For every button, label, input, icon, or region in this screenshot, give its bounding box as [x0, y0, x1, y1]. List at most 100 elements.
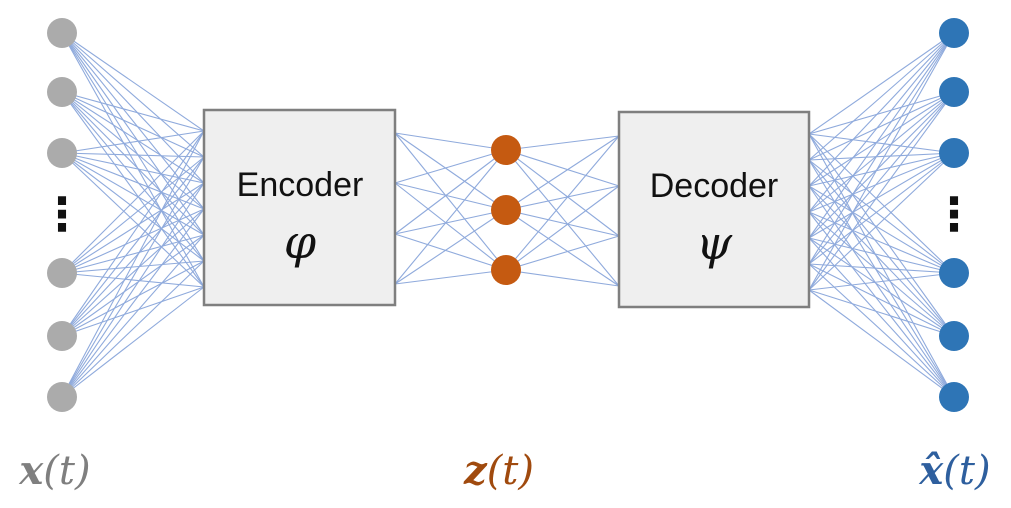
edge-decoder-output — [808, 211, 955, 274]
edge-input-encoder — [61, 208, 205, 274]
edge-input-encoder — [61, 32, 205, 132]
edge-encoder-latent — [394, 182, 507, 211]
edge-decoder-output — [808, 185, 955, 274]
edge-encoder-latent — [394, 132, 507, 211]
edge-latent-decoder — [505, 209, 620, 287]
output-node — [939, 382, 969, 412]
edge-encoder-latent — [394, 209, 507, 235]
edge-decoder-output — [808, 91, 955, 135]
edge-decoder-output — [808, 91, 955, 291]
input-node — [47, 321, 77, 351]
edge-decoder-output — [808, 91, 955, 213]
edge-input-encoder — [61, 91, 205, 210]
edge-input-encoder — [61, 152, 205, 236]
encoder-label: Encoder — [237, 166, 364, 204]
edge-decoder-output — [808, 32, 955, 265]
encoder-symbol: φ — [284, 215, 317, 269]
edge-decoder-output — [808, 237, 955, 337]
decoder-symbol: ψ — [696, 216, 733, 270]
edge-decoder-output — [808, 91, 955, 265]
edge-encoder-latent — [394, 149, 507, 184]
output-label-arg: (t) — [943, 448, 990, 494]
edge-encoder-latent — [394, 132, 507, 271]
latent-node — [491, 255, 521, 285]
edge-input-encoder — [61, 260, 205, 274]
edge-input-encoder — [61, 32, 205, 236]
edge-input-encoder — [61, 91, 205, 288]
edge-input-encoder — [61, 208, 205, 398]
output-node — [939, 321, 969, 351]
edge-decoder-output — [808, 32, 955, 161]
input-node — [47, 382, 77, 412]
edge-decoder-output — [808, 152, 955, 265]
edge-latent-decoder — [505, 269, 620, 287]
edge-latent-decoder — [505, 235, 620, 271]
input-node — [47, 18, 77, 48]
edge-decoder-output — [808, 91, 955, 161]
edge-latent-decoder — [505, 149, 620, 237]
edge-decoder-output — [808, 289, 955, 337]
edge-input-encoder — [61, 130, 205, 274]
edge-decoder-output — [808, 152, 955, 291]
edge-decoder-output — [808, 133, 955, 274]
edge-latent-decoder — [505, 149, 620, 187]
edge-decoder-output — [808, 159, 955, 274]
input-node — [47, 258, 77, 288]
edge-decoder-output — [808, 263, 955, 398]
edge-decoder-output — [808, 159, 955, 337]
edge-latent-decoder — [505, 185, 620, 271]
edge-input-encoder — [61, 234, 205, 337]
edge-decoder-output — [808, 211, 955, 398]
latent-node — [491, 135, 521, 165]
edge-encoder-latent — [394, 233, 507, 271]
edge-input-encoder — [61, 260, 205, 398]
connection-lines — [61, 32, 955, 398]
edge-input-encoder — [61, 32, 205, 210]
edge-input-encoder — [61, 130, 205, 154]
output-node — [939, 18, 969, 48]
edge-decoder-output — [808, 32, 955, 187]
edge-input-encoder — [61, 182, 205, 398]
output-ellipsis: ⋮ — [931, 187, 977, 241]
edge-latent-decoder — [505, 135, 620, 211]
encoder-box — [202, 108, 397, 307]
decoder-box — [617, 110, 811, 309]
edge-input-encoder — [61, 91, 205, 184]
edge-decoder-output — [808, 152, 955, 161]
output-node — [939, 138, 969, 168]
input-node — [47, 77, 77, 107]
edge-decoder-output — [808, 272, 955, 291]
edge-input-encoder — [61, 91, 205, 158]
input-node — [47, 138, 77, 168]
input-label-main: x — [18, 447, 44, 494]
edge-input-encoder — [61, 234, 205, 274]
latent-label-main: z — [463, 447, 488, 494]
edge-input-encoder — [61, 152, 205, 210]
output-node — [939, 77, 969, 107]
edge-decoder-output — [808, 237, 955, 274]
decoder-label: Decoder — [650, 167, 779, 205]
output-label-main: x̂ — [918, 447, 944, 494]
edge-decoder-output — [808, 133, 955, 398]
input-ellipsis: ⋮ — [39, 187, 85, 241]
edge-input-encoder — [61, 152, 205, 158]
edge-input-encoder — [61, 91, 205, 132]
edge-decoder-output — [808, 237, 955, 398]
edge-input-encoder — [61, 286, 205, 337]
edge-decoder-output — [808, 263, 955, 274]
edge-latent-decoder — [505, 149, 620, 287]
input-label-arg: (t) — [43, 448, 90, 494]
edge-input-encoder — [61, 152, 205, 288]
decoder-block: Decoder ψ — [617, 110, 811, 309]
edge-encoder-latent — [394, 149, 507, 285]
edge-input-encoder — [61, 91, 205, 236]
edge-input-encoder — [61, 32, 205, 288]
edge-latent-decoder — [505, 135, 620, 151]
edge-input-encoder — [61, 234, 205, 398]
edge-input-encoder — [61, 32, 205, 184]
edge-input-encoder — [61, 91, 205, 262]
edge-latent-decoder — [505, 185, 620, 211]
edge-input-encoder — [61, 286, 205, 398]
encoder-block: Encoder φ — [202, 108, 397, 307]
